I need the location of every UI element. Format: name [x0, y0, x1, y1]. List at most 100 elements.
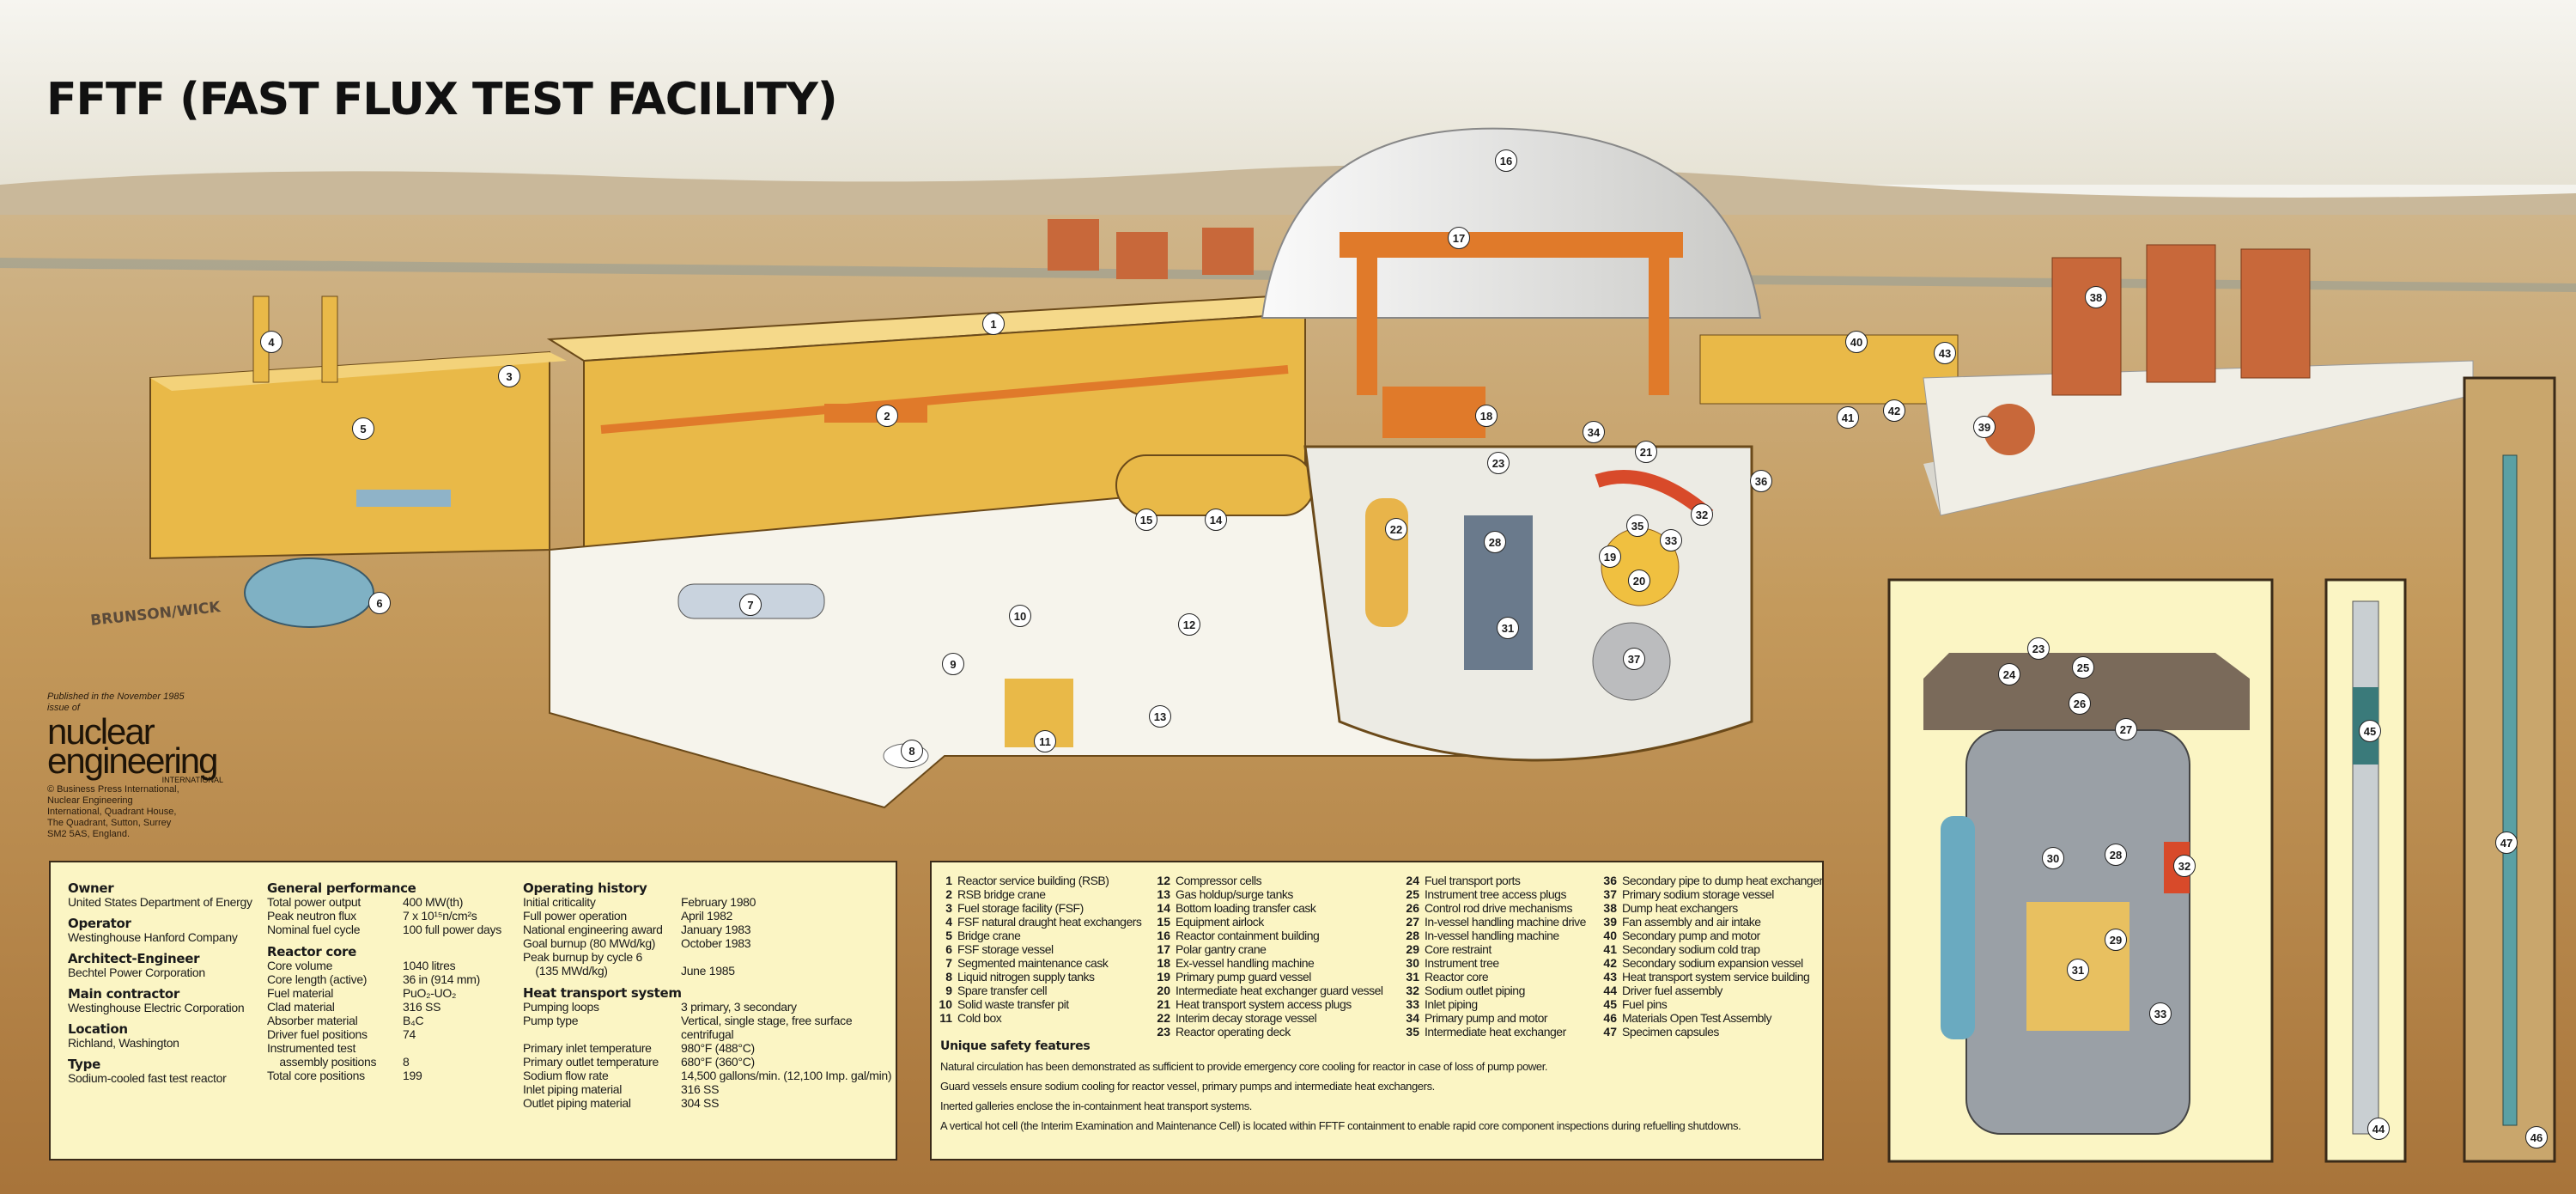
legend-label: Intermediate heat exchanger guard vessel — [1176, 984, 1383, 997]
legend-label: Interim decay storage vessel — [1176, 1011, 1317, 1025]
spec-row: Goal burnup (80 MWd/kg)October 1983 — [523, 936, 892, 950]
callout-28: 28 — [2105, 844, 2127, 866]
legend-item: 29 Core restraint — [1400, 942, 1595, 956]
callout-39: 39 — [1973, 416, 1996, 438]
spec-value: Vertical, single stage, free surface cen… — [681, 1014, 853, 1041]
spec-label: National engineering award — [523, 923, 663, 936]
spec-value: January 1983 — [681, 923, 751, 936]
spec-value: B₄C — [403, 1014, 424, 1027]
legend-label: Heat transport system service building — [1622, 970, 1810, 984]
legend-label: Core restraint — [1425, 942, 1492, 956]
legend-label: Reactor operating deck — [1176, 1025, 1291, 1039]
callout-28: 28 — [1484, 531, 1506, 553]
publication-note: Published in the November 1985 — [47, 691, 185, 702]
nuclear-engineering-logo: nuclear engineering INTERNATIONAL — [47, 711, 223, 785]
legend-label: Solid waste transfer pit — [957, 997, 1069, 1011]
callout-24: 24 — [1998, 663, 2020, 685]
spec-value: 36 in (914 mm) — [403, 972, 480, 986]
spec-value: 100 full power days — [403, 923, 501, 936]
callout-12: 12 — [1178, 613, 1200, 636]
legend-label: Cold box — [957, 1011, 1002, 1025]
legend-label: Secondary pipe to dump heat exchanger — [1622, 874, 1822, 887]
spec-value: 316 SS — [403, 1000, 441, 1014]
legend-number: 43 — [1603, 970, 1617, 984]
legend-label: Segmented maintenance cask — [957, 956, 1109, 970]
legend-number: 32 — [1406, 984, 1419, 997]
callout-14: 14 — [1205, 509, 1227, 531]
legend-number: 15 — [1157, 915, 1170, 929]
legend-number: 29 — [1406, 942, 1419, 956]
legend-label: Instrument tree access plugs — [1425, 887, 1566, 901]
callout-2: 2 — [876, 405, 898, 427]
fact-heading: Owner — [68, 880, 114, 896]
spec-label: Driver fuel positions — [267, 1027, 368, 1041]
address-line: © Business Press International, — [47, 784, 179, 795]
callout-11: 11 — [1034, 730, 1056, 752]
legend-number: 17 — [1157, 942, 1170, 956]
safety-paragraph: Inerted galleries enclose the in-contain… — [940, 1100, 1253, 1112]
legend-number: 40 — [1603, 929, 1617, 942]
fact-value: Westinghouse Electric Corporation — [68, 1001, 245, 1014]
legend-label: Instrument tree — [1425, 956, 1499, 970]
legend-number: 38 — [1603, 901, 1617, 915]
publisher-address: © Business Press International, Nuclear … — [47, 784, 223, 840]
callout-36: 36 — [1750, 470, 1772, 492]
fact-heading: Operator — [68, 916, 131, 931]
callout-10: 10 — [1009, 605, 1031, 627]
callout-31: 31 — [1497, 617, 1519, 639]
section-heading: Operating history — [523, 880, 647, 896]
legend-number: 34 — [1406, 1011, 1419, 1025]
legend-number: 35 — [1406, 1025, 1419, 1039]
callout-3: 3 — [498, 365, 520, 387]
page-title: FFTF (FAST FLUX TEST FACILITY) — [46, 74, 838, 125]
spec-label: Sodium flow rate — [523, 1069, 609, 1082]
legend-number: 24 — [1406, 874, 1419, 887]
legend-label: Bridge crane — [957, 929, 1021, 942]
spec-label: Peak burnup by cycle 6 — [523, 950, 642, 964]
spec-value: April 1982 — [681, 909, 733, 923]
dump-heat-exchangers — [2051, 244, 2311, 396]
fact-value: Bechtel Power Corporation — [68, 966, 205, 979]
callout-44: 44 — [2367, 1118, 2390, 1140]
safety-heading: Unique safety features — [940, 1039, 1091, 1053]
callout-1: 1 — [982, 313, 1005, 335]
legend-number: 4 — [945, 915, 952, 929]
legend-label: Dump heat exchangers — [1622, 901, 1738, 915]
safety-features: Unique safety features Natural circulati… — [940, 1039, 1816, 1139]
spec-value: 199 — [403, 1069, 422, 1082]
callout-33: 33 — [1660, 529, 1682, 551]
logo-line-1: nuclear — [47, 711, 155, 752]
safety-paragraph: Guard vessels ensure sodium cooling for … — [940, 1080, 1435, 1093]
legend-number: 20 — [1157, 984, 1170, 997]
legend-number: 23 — [1157, 1025, 1170, 1039]
legend-label: Fuel transport ports — [1425, 874, 1521, 887]
